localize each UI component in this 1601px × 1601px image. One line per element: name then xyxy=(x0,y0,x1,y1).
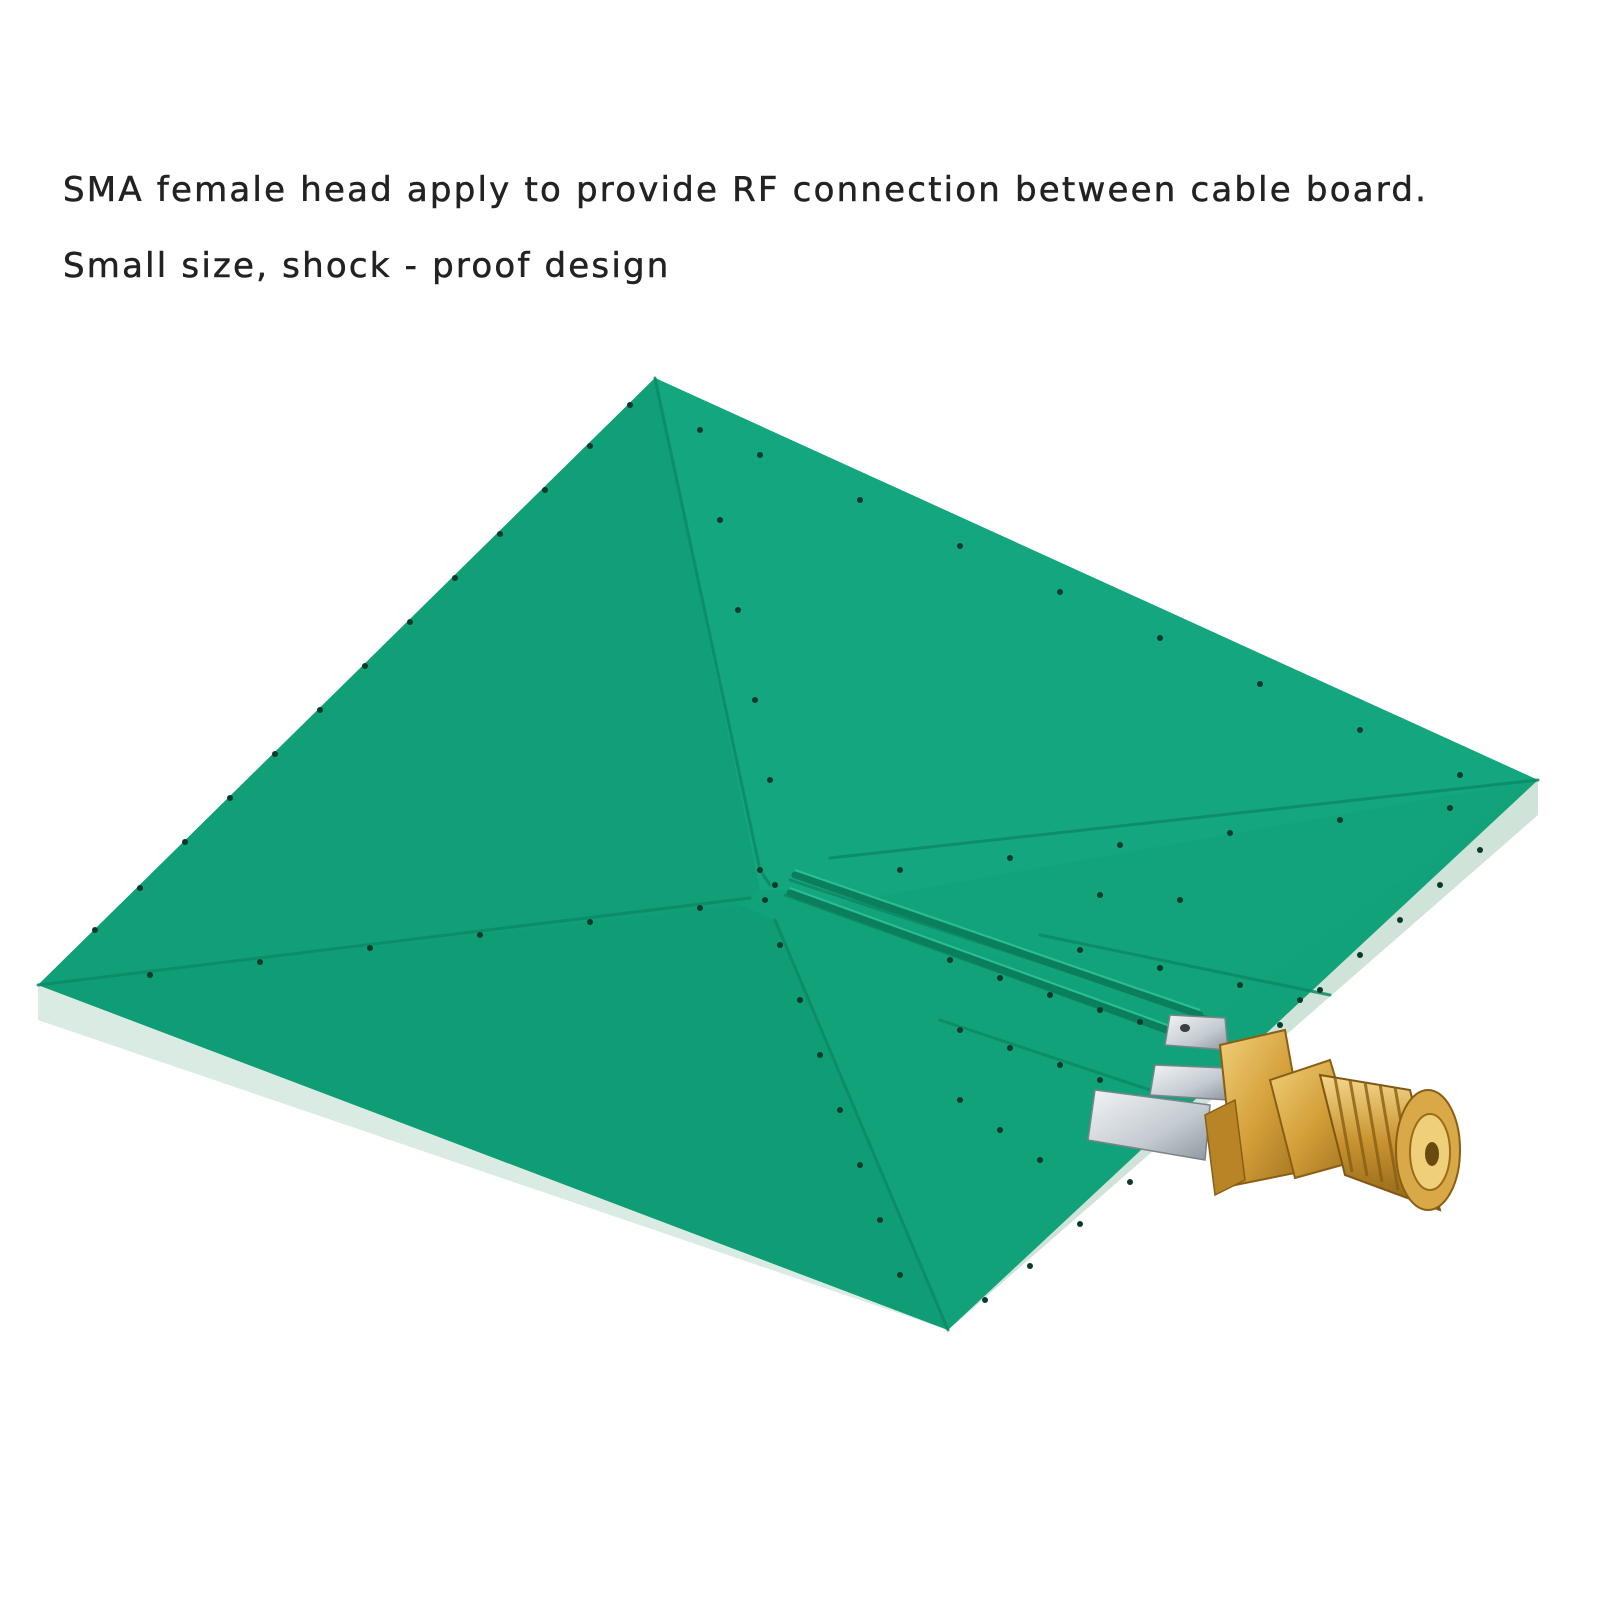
sma-female-connector-icon xyxy=(1204,1028,1461,1212)
pcb-antenna-board-icon xyxy=(36,376,1540,1332)
solder-pads xyxy=(1087,1014,1229,1161)
caption-line-1: SMA female head apply to provide RF conn… xyxy=(63,170,1429,211)
caption-line-2: Small size, shock - proof design xyxy=(63,246,671,287)
